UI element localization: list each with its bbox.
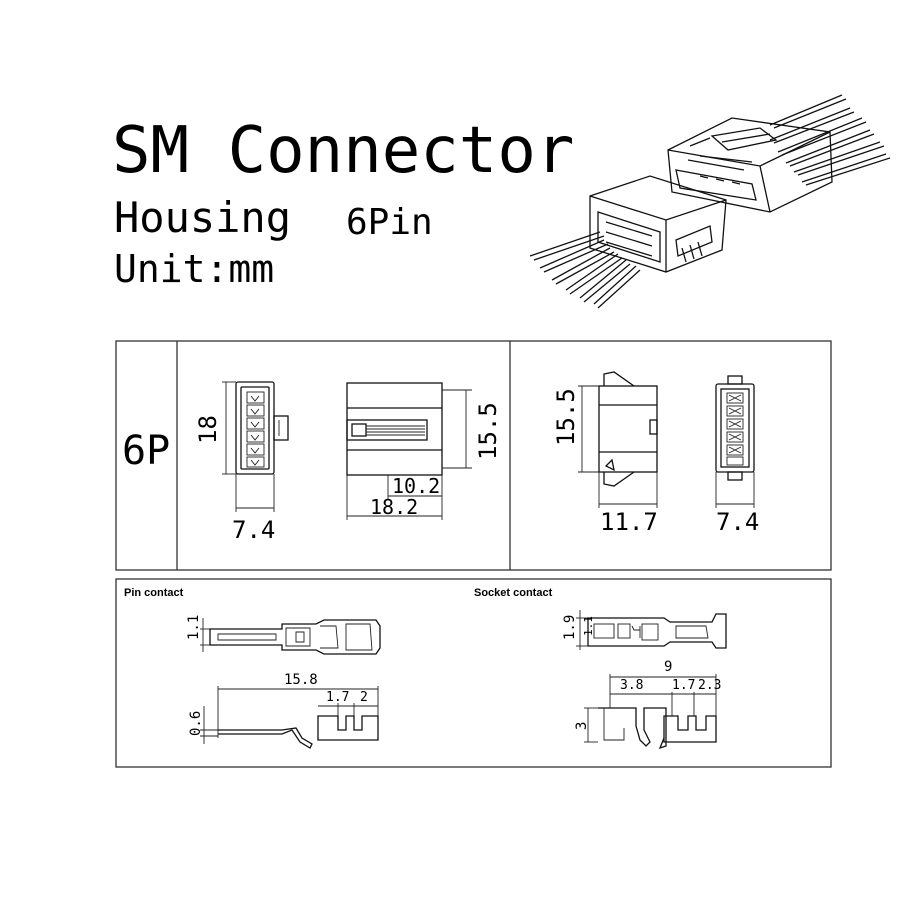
dim-pin-length: 15.8 (284, 672, 318, 688)
housing-table (115, 340, 832, 571)
dim-side-height: 15.5 (474, 402, 502, 460)
housing-row-label: 6P (122, 428, 170, 474)
dim-pin-seg-a: 1.7 (326, 690, 349, 705)
page-title: SM Connector (112, 114, 574, 188)
unit-label: Unit:mm (114, 247, 274, 291)
dim-pin-side: 0.6 (188, 711, 204, 736)
dim-front-width: 7.4 (232, 516, 275, 544)
dim-socket-seg-c: 2.3 (698, 678, 721, 693)
subtitle-housing: Housing (114, 193, 291, 242)
dim-socket-length: 9 (664, 659, 672, 675)
dim-side-length: 18.2 (370, 495, 418, 519)
dim-plug-length: 11.7 (600, 508, 658, 536)
dim-socket-height: 3 (574, 722, 590, 730)
socket-contact-side-view (584, 674, 717, 750)
socket-contact-label: Socket contact (474, 587, 553, 599)
dim-front-height: 18 (194, 415, 222, 444)
plug-front-view (715, 375, 755, 508)
socket-contact-top-view (576, 610, 727, 650)
dim-plug-width: 7.4 (716, 508, 759, 536)
dim-socket-seg-a: 3.8 (620, 678, 643, 693)
subtitle-pin-count: 6Pin (346, 202, 433, 243)
contacts-table (115, 578, 832, 768)
pin-contact-top-view (200, 618, 381, 655)
pin-contact-side-view (200, 686, 379, 749)
receptacle-front-view (222, 381, 289, 512)
dim-pin-top: 1.1 (186, 615, 202, 640)
dim-plug-height: 15.5 (552, 388, 580, 446)
dim-socket-seg-b: 1.7 (672, 678, 695, 693)
connector-3d-illustration (529, 94, 891, 309)
dim-side-inner: 10.2 (392, 474, 440, 498)
pin-contact-label: Pin contact (124, 587, 184, 599)
dim-socket-top-b: 1.1 (582, 616, 595, 636)
dim-pin-seg-b: 2 (360, 690, 368, 705)
dim-socket-top-a: 1.9 (562, 615, 578, 640)
plug-side-view (578, 371, 658, 508)
receptacle-side-view (346, 382, 472, 520)
